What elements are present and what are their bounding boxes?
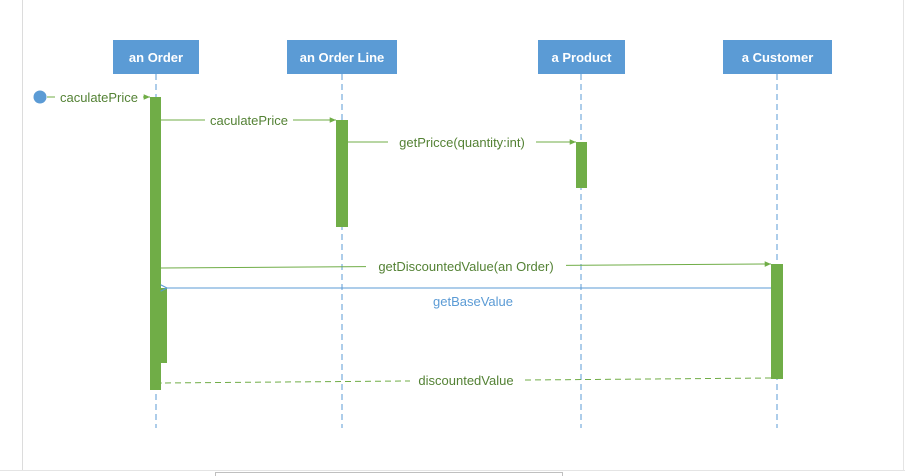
message-5-label: getBaseValue	[433, 294, 513, 309]
message-3-label-bg	[388, 134, 536, 150]
message-4-label: getDiscountedValue(an Order)	[378, 259, 553, 274]
message-4-label-bg	[366, 258, 566, 274]
activation-product	[576, 142, 587, 188]
message-1-label: caculatePrice	[60, 90, 138, 105]
activation-order-main	[150, 97, 161, 390]
participant-customer-label: a Customer	[741, 49, 814, 65]
activation-order-nested	[157, 288, 167, 363]
participant-order-line: an Order Line	[287, 40, 397, 74]
message-6-label-bg	[410, 372, 522, 388]
participant-customer: a Customer	[723, 40, 832, 74]
bottom-tab	[215, 472, 563, 476]
activation-customer	[771, 264, 783, 379]
message-2-label: caculatePrice	[210, 113, 288, 128]
found-message-dot	[33, 90, 47, 104]
participant-product-label: a Product	[551, 49, 612, 65]
activation-order-line	[336, 120, 348, 227]
page-edge-left	[22, 0, 23, 470]
participant-order-label: an Order	[128, 49, 184, 65]
page-edge-right	[903, 0, 904, 470]
participant-product: a Product	[538, 40, 625, 74]
message-3-label: getPricce(quantity:int)	[399, 135, 525, 150]
message-1-label-bg	[55, 89, 143, 105]
participant-order: an Order	[113, 40, 199, 74]
page-edge-bottom	[0, 470, 905, 471]
message-6-label: discountedValue	[418, 373, 513, 388]
message-2-label-bg	[205, 112, 293, 128]
participant-order-line-label: an Order Line	[299, 49, 385, 65]
